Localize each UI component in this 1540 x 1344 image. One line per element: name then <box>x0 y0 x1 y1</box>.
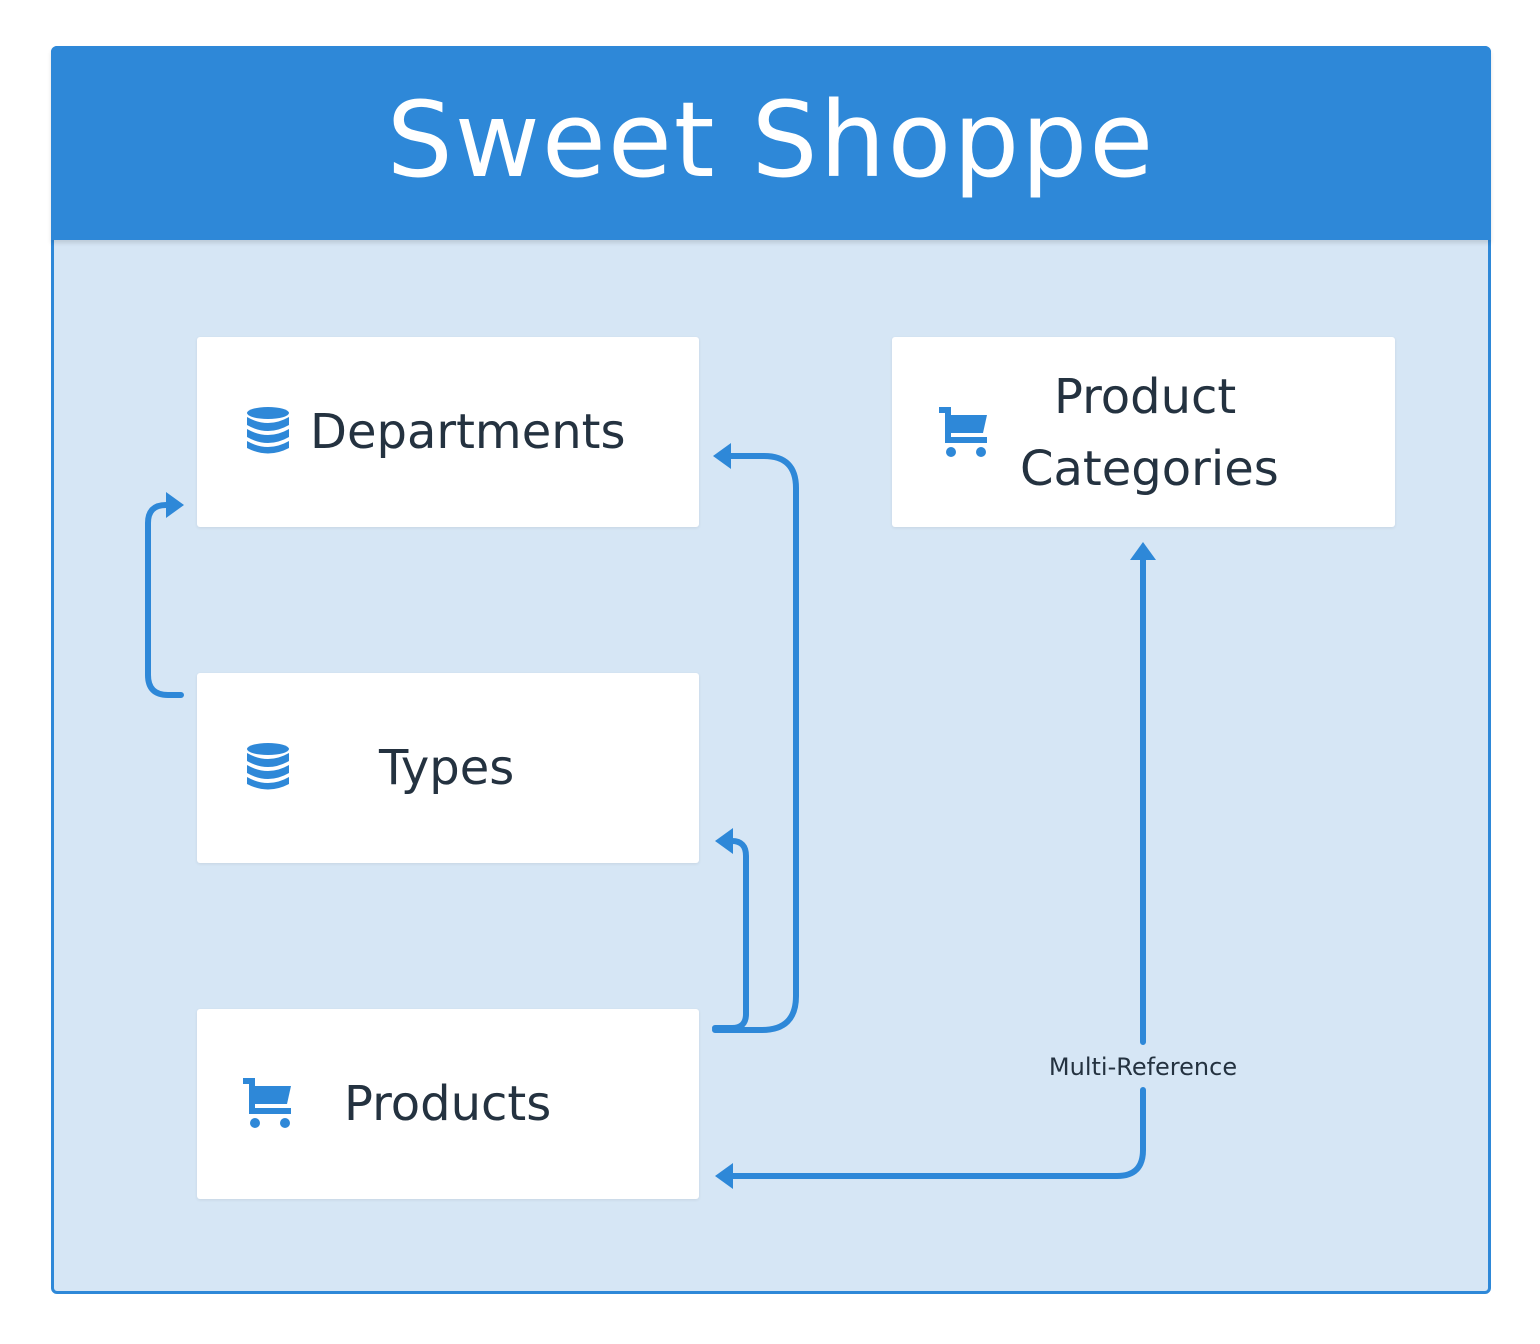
node-types[interactable]: Types <box>197 673 699 863</box>
node-departments[interactable]: Departments <box>197 337 699 527</box>
node-label: Types <box>379 740 515 796</box>
shopping-cart-icon <box>243 1078 291 1128</box>
edge-label-multi-reference: Multi-Reference <box>1040 1050 1246 1084</box>
database-icon <box>247 743 289 790</box>
database-icon <box>247 407 289 454</box>
node-products[interactable]: Products <box>197 1009 699 1199</box>
diagram-header: Sweet Shoppe <box>51 46 1491 240</box>
node-label-line2: Categories <box>1020 441 1279 497</box>
diagram-title: Sweet Shoppe <box>386 79 1156 201</box>
node-label: Products <box>344 1076 552 1132</box>
node-label-line1: Product <box>1054 369 1237 425</box>
node-product-categories[interactable]: Product Categories <box>892 337 1395 527</box>
node-label: Departments <box>310 404 626 460</box>
shopping-cart-icon <box>939 407 987 457</box>
